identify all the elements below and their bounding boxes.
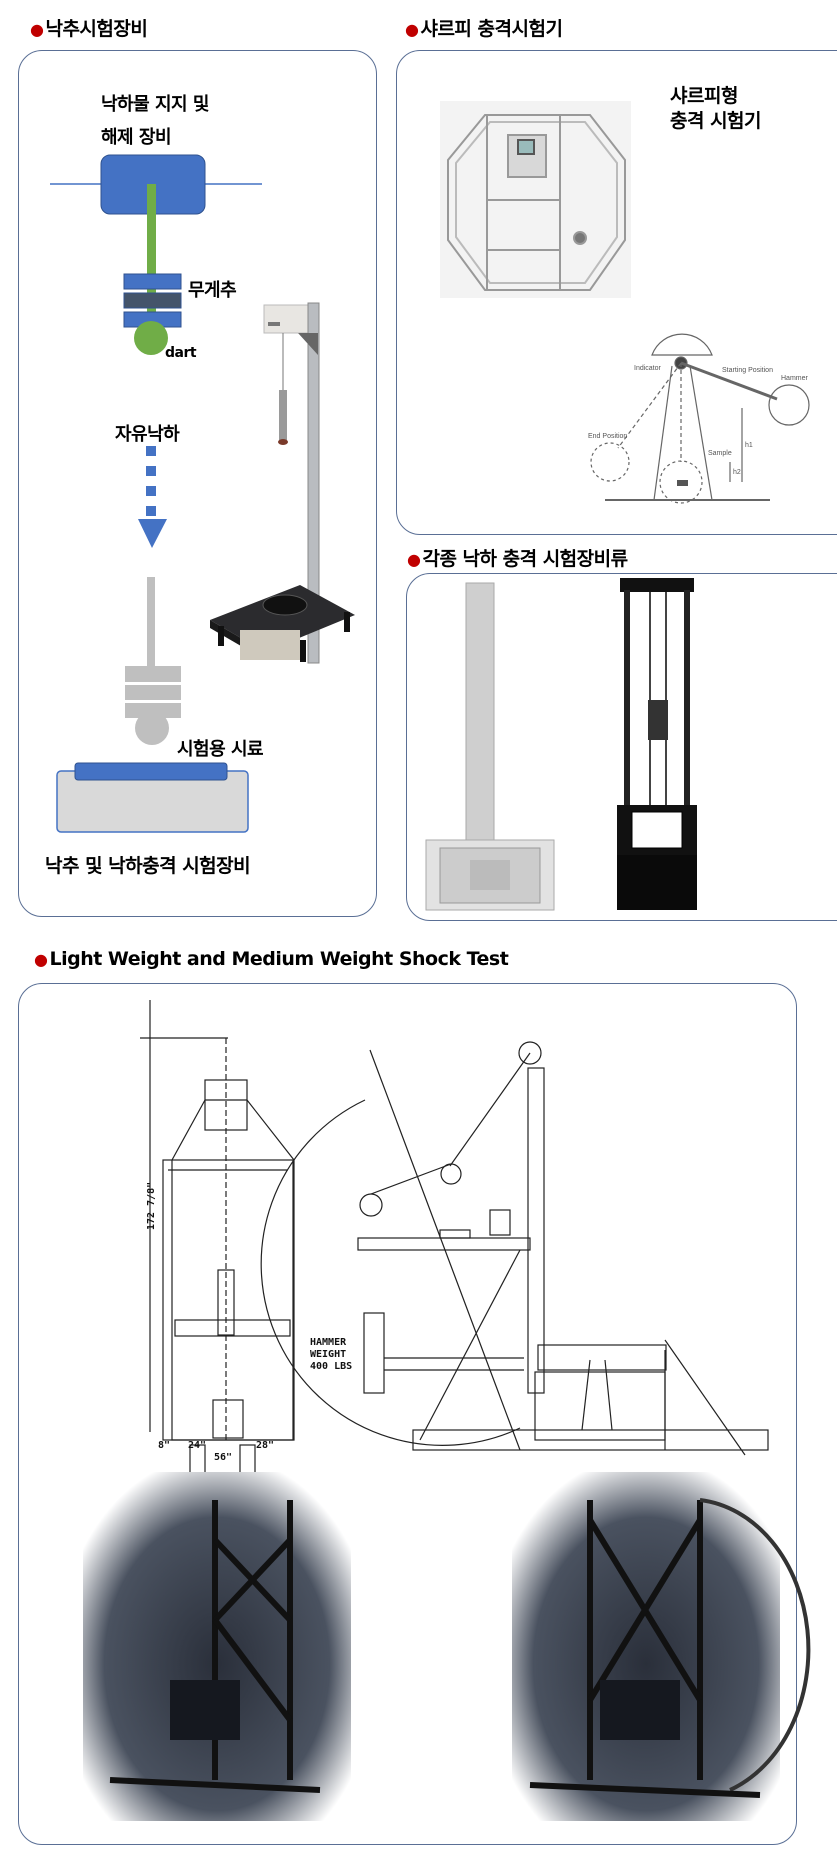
section-title-charpy: ●샤르피 충격시험기 xyxy=(405,14,563,41)
drawing-hammer-line1: HAMMER xyxy=(310,1337,347,1348)
drop-weight-diagram xyxy=(50,154,355,833)
section-title-text: 낙추시험장비 xyxy=(45,18,148,40)
weight-plate xyxy=(123,273,182,290)
label-h2: h2 xyxy=(733,469,741,476)
section-title-shock-test: ●Light Weight and Medium Weight Shock Te… xyxy=(34,948,509,970)
section-title-text: 각종 낙하 충격 시험장비류 xyxy=(422,548,628,570)
weight-plate xyxy=(123,292,182,309)
drawing-dim-28: 28" xyxy=(256,1440,274,1451)
section-title-drop-weight: ●낙추시험장비 xyxy=(30,14,148,41)
drop-impact-photos xyxy=(425,578,697,911)
bullet-icon: ● xyxy=(407,550,421,569)
light-weight-machine-drawing xyxy=(140,1000,297,1501)
charpy-caption-line2: 충격 시험기 xyxy=(670,110,762,132)
green-rod xyxy=(147,184,156,329)
label-sample: 시험용 시료 xyxy=(177,739,264,760)
drop-weight-caption: 낙추 및 낙하충격 시험장비 xyxy=(45,855,251,877)
label-starting-position: Starting Position xyxy=(722,367,773,374)
light-weight-machine-photo xyxy=(83,1472,351,1821)
free-fall-arrow xyxy=(138,446,167,548)
label-free-fall: 자유낙하 xyxy=(115,424,180,445)
gray-ball xyxy=(135,711,169,745)
label-release: 해제 장비 xyxy=(101,127,172,148)
bullet-icon: ● xyxy=(30,20,44,39)
charpy-diagram xyxy=(590,333,810,504)
label-h1: h1 xyxy=(745,442,753,449)
gray-plate xyxy=(125,703,181,718)
label-hammer: Hammer xyxy=(781,375,809,382)
gray-plate xyxy=(125,685,181,700)
medium-weight-machine-drawing xyxy=(260,1041,769,1456)
section-title-text: Light Weight and Medium Weight Shock Tes… xyxy=(49,948,509,970)
label-end-position: End Position xyxy=(588,433,627,440)
label-weight: 무게추 xyxy=(188,280,237,301)
drawing-hammer-line2: WEIGHT xyxy=(310,1349,346,1360)
medium-weight-machine-photo xyxy=(512,1472,811,1821)
drawing-height-dim: 172 7/8" xyxy=(146,1182,157,1230)
gray-rod xyxy=(147,577,155,669)
gray-column-tester-photo xyxy=(425,582,555,911)
charpy-illustrations: Indicator Starting Position Hammer End P… xyxy=(440,101,810,504)
drawing-dim-56: 56" xyxy=(214,1452,232,1463)
charpy-caption-line1: 샤르피형 xyxy=(670,85,738,107)
black-tower-tester-photo xyxy=(617,578,697,910)
bullet-icon: ● xyxy=(405,20,419,39)
bullet-icon: ● xyxy=(34,950,48,969)
drawing-hammer-line3: 400 LBS xyxy=(310,1361,352,1372)
drop-tester-photo xyxy=(210,302,355,664)
section-title-drop-impact: ●각종 낙하 충격 시험장비류 xyxy=(407,544,628,571)
label-indicator: Indicator xyxy=(634,365,662,372)
gray-plate xyxy=(125,666,181,682)
drawing-dim-8: 8" xyxy=(158,1440,170,1451)
dart-ball xyxy=(134,321,168,355)
label-dart: dart xyxy=(165,345,197,361)
test-sample xyxy=(74,762,228,781)
section-title-text: 샤르피 충격시험기 xyxy=(420,18,563,40)
drawing-dim-24: 24" xyxy=(188,1440,206,1451)
label-support: 낙하물 지지 및 xyxy=(101,94,209,115)
charpy-machine-photo xyxy=(440,101,631,298)
label-sample-diagram: Sample xyxy=(708,450,732,457)
